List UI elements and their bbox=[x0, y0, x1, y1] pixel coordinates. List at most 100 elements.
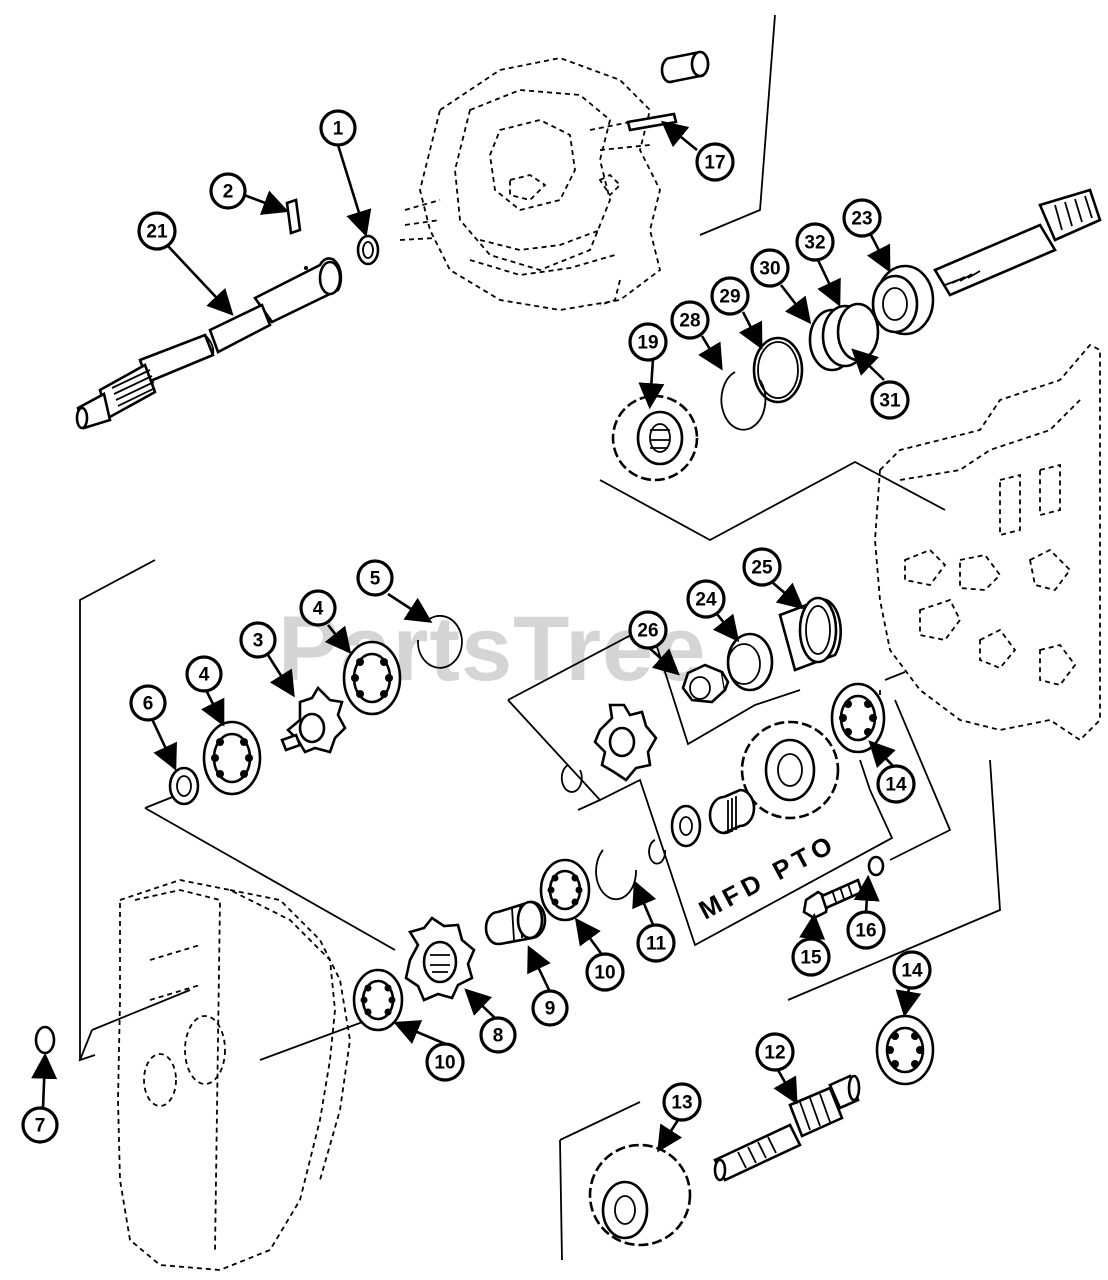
callout-11[interactable]: 11 bbox=[636, 923, 676, 963]
callout-32[interactable]: 32 bbox=[795, 222, 835, 262]
callout-30[interactable]: 30 bbox=[750, 248, 790, 288]
bearing-part-24 bbox=[726, 632, 774, 692]
svg-text:15: 15 bbox=[800, 948, 822, 969]
callout-12[interactable]: 12 bbox=[755, 1032, 795, 1072]
svg-text:13: 13 bbox=[671, 1093, 692, 1114]
washer-mfd bbox=[670, 804, 702, 848]
callout-28[interactable]: 28 bbox=[670, 300, 710, 340]
svg-text:28: 28 bbox=[679, 311, 700, 332]
svg-text:16: 16 bbox=[855, 921, 876, 942]
bearing-part-4-right bbox=[342, 640, 402, 716]
callout-19[interactable]: 19 bbox=[628, 322, 668, 362]
svg-text:12: 12 bbox=[764, 1043, 785, 1064]
svg-text:10: 10 bbox=[434, 1053, 455, 1074]
frame-bottom-right bbox=[787, 759, 1001, 1001]
washer-part-6 bbox=[168, 766, 200, 806]
svg-text:17: 17 bbox=[704, 153, 725, 174]
callout-10-right[interactable]: 10 bbox=[585, 952, 625, 992]
callout-7[interactable]: 7 bbox=[21, 1106, 59, 1144]
callout-8[interactable]: 8 bbox=[479, 1016, 517, 1054]
callout-3[interactable]: 3 bbox=[239, 621, 277, 659]
callout-31[interactable]: 31 bbox=[870, 380, 910, 420]
frame-upper-right bbox=[599, 460, 946, 542]
svg-text:11: 11 bbox=[646, 934, 667, 955]
clip-mfd-2 bbox=[648, 839, 666, 865]
callout-10-left[interactable]: 10 bbox=[425, 1042, 465, 1082]
shaft-upper-right bbox=[933, 188, 1102, 297]
bushing-part-9 bbox=[484, 900, 547, 946]
washer-part-7 bbox=[34, 1025, 56, 1055]
svg-text:4: 4 bbox=[313, 599, 324, 620]
washer-part-16 bbox=[867, 855, 885, 877]
shaft-part-12 bbox=[713, 1074, 861, 1182]
bolt-part-15 bbox=[802, 878, 864, 920]
transmission-housing-top bbox=[399, 14, 776, 311]
callout-26[interactable]: 26 bbox=[628, 610, 668, 650]
svg-text:4: 4 bbox=[199, 665, 210, 686]
callouts: 1 2 3 4 4 5 6 7 8 9 10 10 11 12 13 14 14… bbox=[21, 109, 932, 1144]
sleeve-part-25 bbox=[778, 596, 842, 672]
callout-25[interactable]: 25 bbox=[742, 547, 782, 587]
bearing-part-4-left bbox=[202, 720, 262, 796]
washer-part-1 bbox=[356, 234, 380, 266]
shaft-part-21 bbox=[75, 257, 343, 430]
callout-15[interactable]: 15 bbox=[791, 937, 831, 977]
callout-4-left[interactable]: 4 bbox=[185, 655, 223, 693]
key-part-2 bbox=[285, 198, 302, 235]
svg-text:14: 14 bbox=[885, 775, 907, 796]
svg-text:26: 26 bbox=[637, 621, 658, 642]
svg-text:29: 29 bbox=[719, 287, 740, 308]
callout-23[interactable]: 23 bbox=[842, 198, 882, 238]
svg-text:2: 2 bbox=[223, 182, 234, 203]
callout-14-upper[interactable]: 14 bbox=[876, 764, 916, 804]
callout-5[interactable]: 5 bbox=[356, 559, 394, 597]
callout-9[interactable]: 9 bbox=[531, 989, 569, 1027]
callout-24[interactable]: 24 bbox=[686, 579, 726, 619]
callout-17[interactable]: 17 bbox=[695, 142, 735, 182]
bearing-part-14-upper bbox=[830, 682, 886, 754]
gear-part-8 bbox=[404, 916, 476, 1002]
svg-text:10: 10 bbox=[594, 963, 615, 984]
gear-part-13 bbox=[588, 1143, 692, 1247]
callout-13[interactable]: 13 bbox=[662, 1082, 702, 1122]
svg-text:7: 7 bbox=[35, 1116, 46, 1137]
bearing-part-10-right bbox=[539, 858, 591, 922]
bearing-part-10-left bbox=[352, 968, 404, 1032]
svg-text:30: 30 bbox=[759, 259, 780, 280]
transmission-housing-right bbox=[874, 343, 1101, 742]
gear-small-mfd bbox=[593, 703, 658, 782]
svg-text:3: 3 bbox=[253, 631, 264, 652]
callout-16[interactable]: 16 bbox=[846, 910, 886, 950]
svg-text:6: 6 bbox=[143, 694, 154, 715]
needle-bearing-mfd bbox=[708, 788, 756, 835]
clip-mfd bbox=[560, 764, 583, 793]
bearing-part-23 bbox=[871, 264, 935, 336]
svg-text:1: 1 bbox=[333, 119, 344, 140]
callout-1[interactable]: 1 bbox=[319, 109, 357, 147]
callout-6[interactable]: 6 bbox=[129, 684, 167, 722]
cover-housing-bottom bbox=[78, 879, 396, 1271]
bushing-top bbox=[660, 50, 710, 84]
callout-14-lower[interactable]: 14 bbox=[892, 950, 932, 990]
snap-ring-part-28 bbox=[720, 371, 767, 431]
nut-part-26 bbox=[681, 663, 730, 704]
callout-2[interactable]: 2 bbox=[209, 172, 247, 210]
svg-text:21: 21 bbox=[146, 222, 168, 243]
callout-29[interactable]: 29 bbox=[710, 276, 750, 316]
ring-part-29 bbox=[752, 336, 804, 404]
svg-text:31: 31 bbox=[879, 391, 901, 412]
svg-text:9: 9 bbox=[545, 999, 556, 1020]
callout-4-right[interactable]: 4 bbox=[299, 589, 337, 627]
svg-text:8: 8 bbox=[493, 1026, 504, 1047]
svg-text:24: 24 bbox=[695, 590, 717, 611]
leader-lines bbox=[31, 120, 922, 1153]
callout-21[interactable]: 21 bbox=[137, 211, 177, 251]
frame-bottom-gear bbox=[559, 1101, 641, 1261]
snap-ring-part-11 bbox=[595, 849, 637, 901]
spring-parts-30-31-32 bbox=[808, 302, 880, 372]
gear-part-3 bbox=[280, 685, 347, 754]
svg-text:23: 23 bbox=[851, 209, 872, 230]
svg-text:19: 19 bbox=[637, 333, 658, 354]
frame-mid-lower bbox=[144, 789, 396, 951]
